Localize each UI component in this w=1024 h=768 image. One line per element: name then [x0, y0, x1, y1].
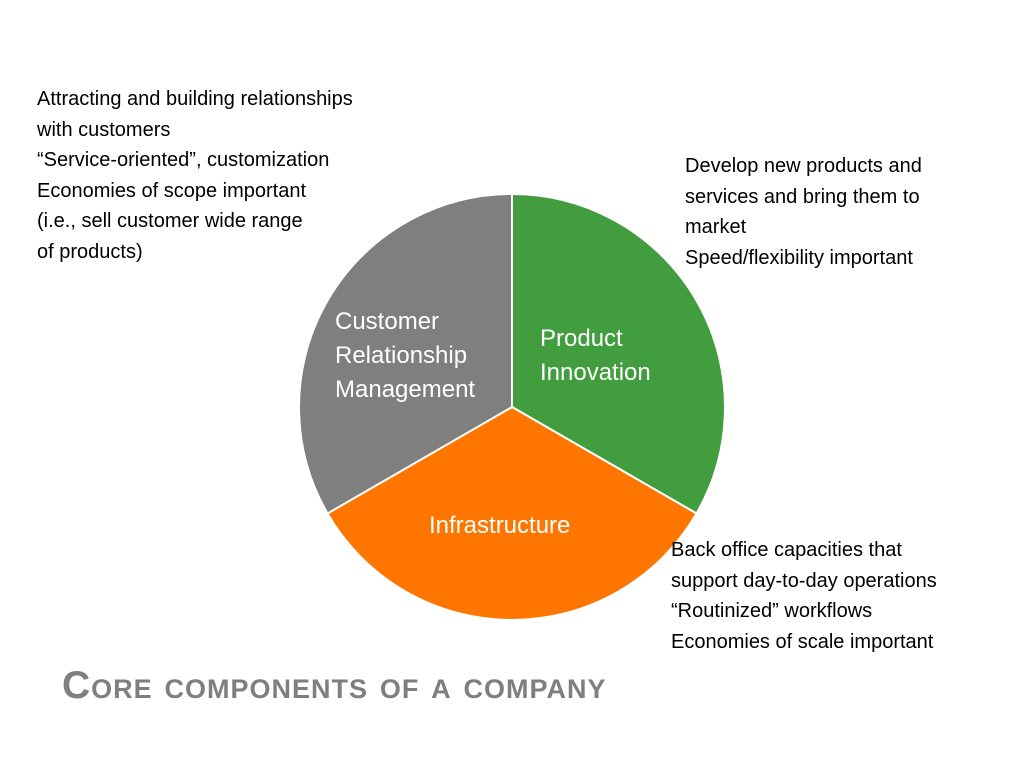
- infrastructure-label-line: Infrastructure: [429, 512, 571, 539]
- crm-description: Attracting and building relationships wi…: [37, 84, 353, 267]
- crm-segment-label: Customer Relationship Management: [335, 305, 475, 407]
- crm-note-line: of products): [37, 240, 143, 263]
- product-note-line: market: [685, 216, 747, 238]
- infrastructure-description: Back office capacities that support day-…: [671, 535, 937, 657]
- infrastructure-note-line: “Routinized” workflows: [671, 600, 873, 622]
- product-description: Develop new products and services and br…: [685, 151, 922, 273]
- page-title: Core components of a company: [62, 664, 607, 707]
- product-note-line: Develop new products and: [685, 155, 922, 177]
- crm-label-line: Customer: [335, 308, 440, 335]
- product-segment-label: Product Innovation: [540, 322, 651, 390]
- crm-label-line: Management: [335, 376, 476, 403]
- product-note-line: Speed/flexibility important: [685, 246, 913, 269]
- crm-note-line: Attracting and building relationships: [37, 88, 353, 110]
- crm-note-line: “Service-oriented”, customization: [37, 149, 330, 171]
- infrastructure-segment-label: Infrastructure: [429, 509, 570, 543]
- crm-label-line: Relationship: [335, 342, 468, 369]
- crm-note-line: Economies of scope important: [37, 179, 307, 202]
- crm-note-line: with customers: [37, 118, 171, 141]
- infrastructure-note-line: Back office capacities that: [671, 539, 902, 561]
- infrastructure-note-line: support day-to-day operations: [671, 569, 937, 592]
- infrastructure-note-line: Economies of scale important: [671, 630, 934, 653]
- crm-note-line: (i.e., sell customer wide range: [37, 210, 303, 232]
- product-label-line: Innovation: [540, 359, 651, 386]
- product-label-line: Product: [540, 325, 623, 352]
- product-innovation-segment: [511, 193, 726, 515]
- customer-relationship-segment: [298, 193, 513, 515]
- product-note-line: services and bring them to: [685, 185, 920, 208]
